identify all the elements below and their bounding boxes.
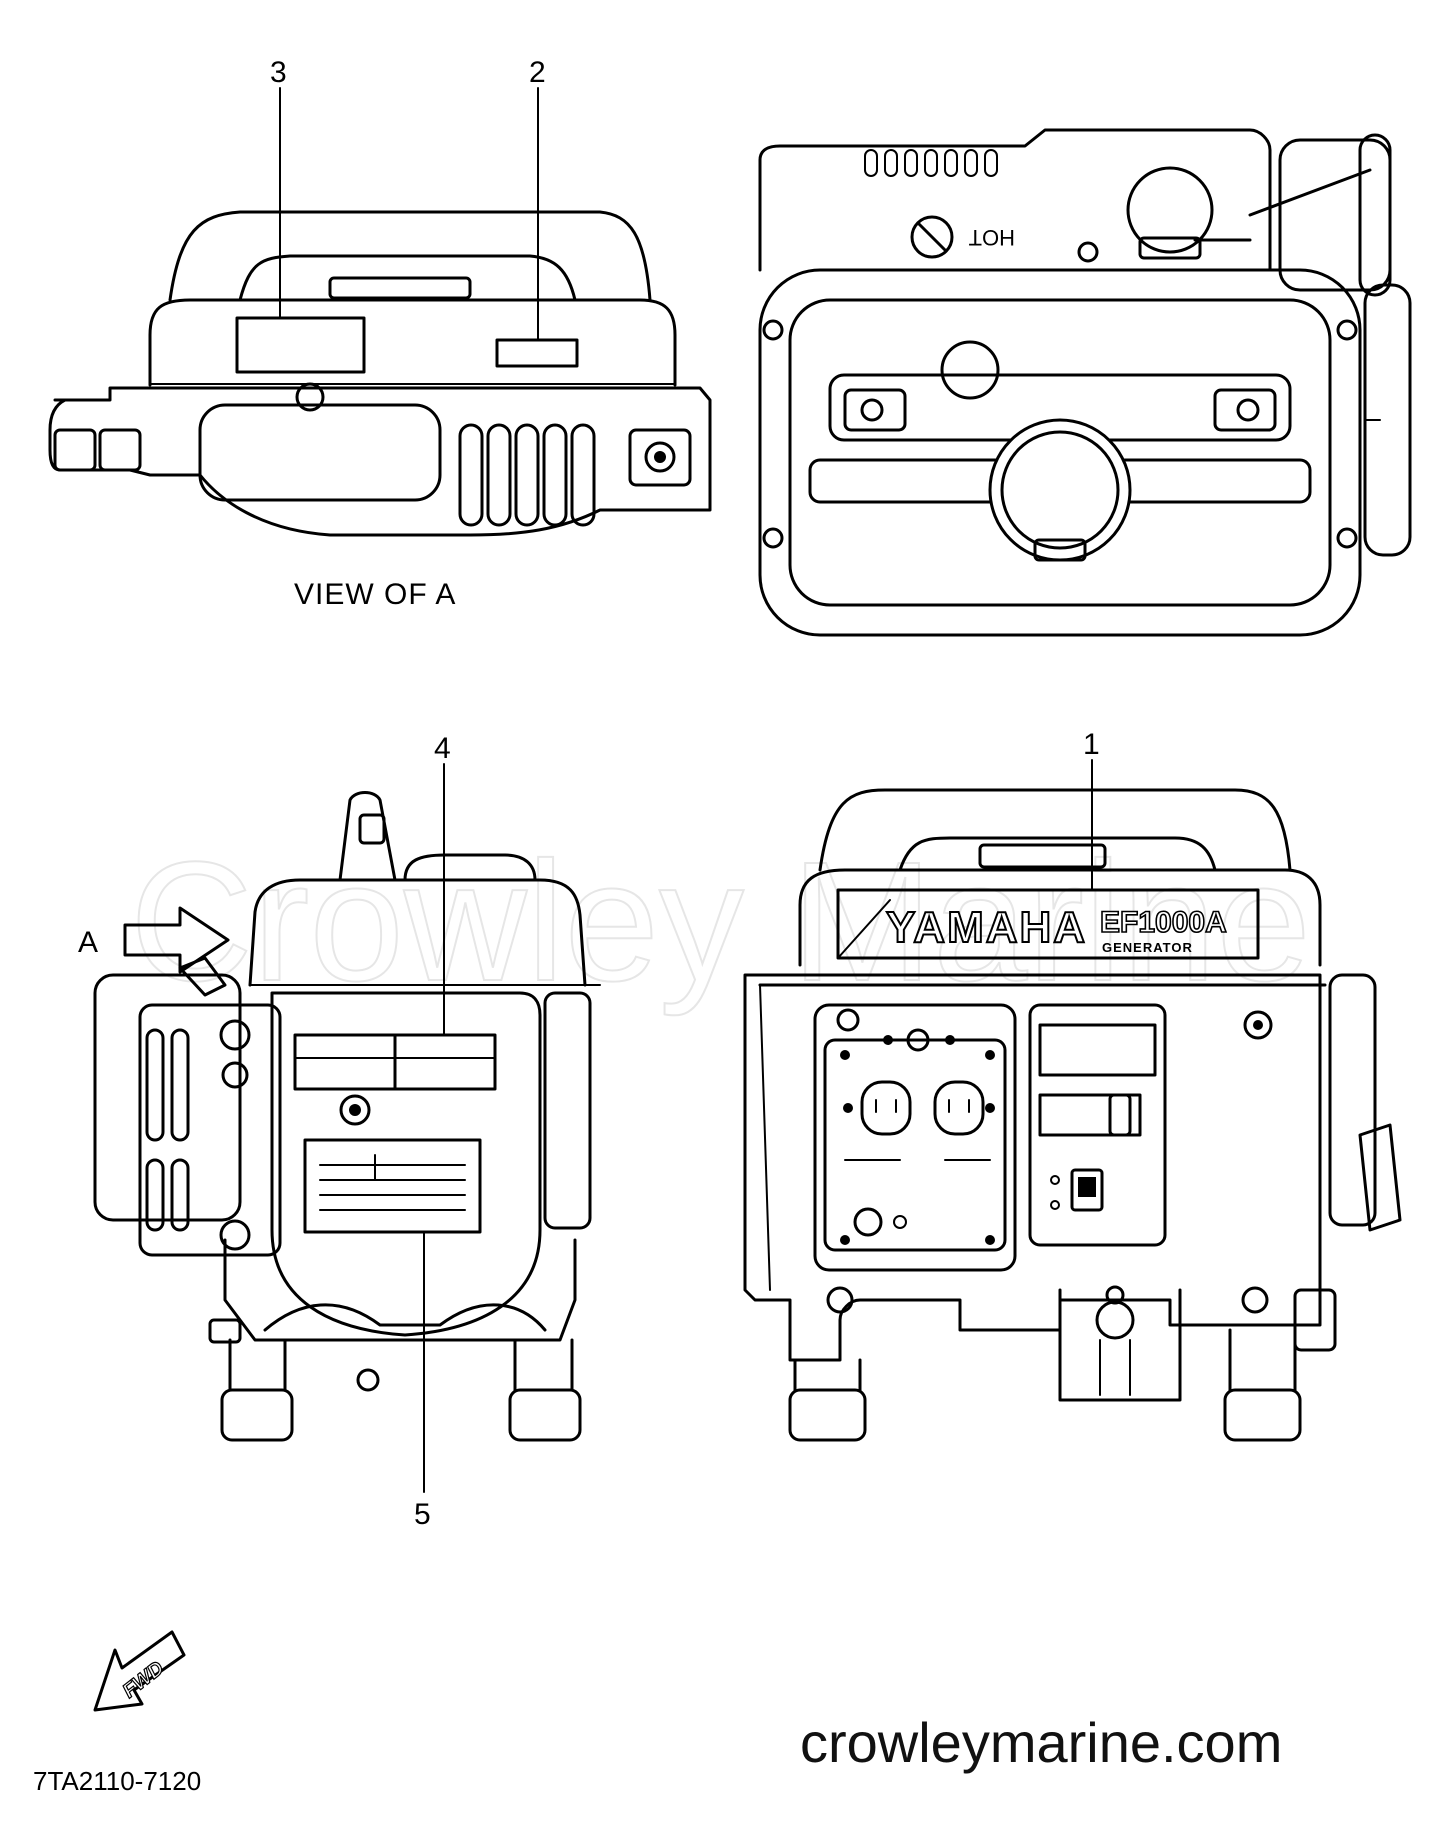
callout-5: 5: [414, 1498, 431, 1531]
hot-warning: HOT: [969, 225, 1015, 250]
top-view-drawing: HOT: [758, 128, 1412, 637]
callout-1: 1: [1083, 728, 1100, 761]
part-code: 7TA2110-7120: [33, 1766, 201, 1796]
model-subtype: GENERATOR: [1102, 940, 1193, 955]
model-name: EF1000A: [1100, 906, 1227, 939]
fwd-arrow-icon: FWD: [93, 1630, 186, 1712]
side-view-drawing: [93, 791, 601, 1442]
view-of-a-caption: VIEW OF A: [294, 578, 456, 611]
callout-2: 2: [529, 56, 546, 89]
brand-logo: YAMAHA: [886, 903, 1087, 952]
view-of-a-drawing: [48, 210, 712, 537]
callout-4: 4: [434, 732, 451, 765]
view-arrow-label: A: [78, 926, 99, 959]
front-view-drawing: YAMAHA EF1000A GENERATOR: [743, 788, 1402, 1442]
callout-3: 3: [270, 56, 287, 89]
website-url: crowleymarine.com: [800, 1711, 1282, 1774]
